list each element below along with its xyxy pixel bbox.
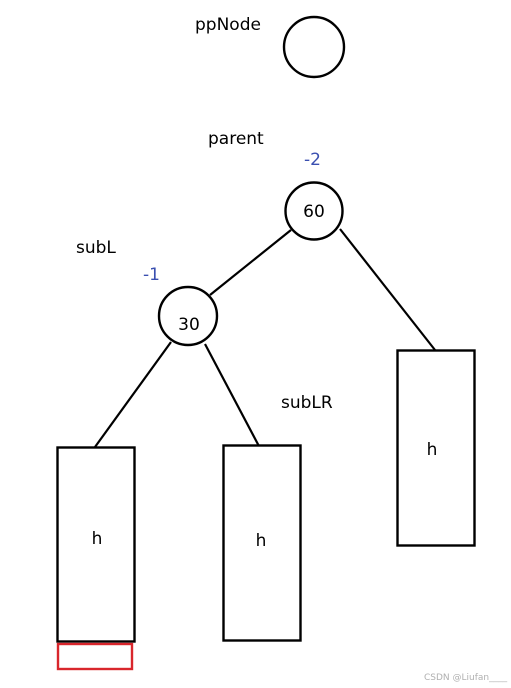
parent-node-value: 60 xyxy=(303,202,325,222)
right-subtree-box xyxy=(396,349,476,547)
inserted-node-highlight xyxy=(56,642,134,671)
sublr-label: subLR xyxy=(281,393,333,413)
middle-subtree-height: h xyxy=(256,531,267,551)
ppnode-label: ppNode xyxy=(195,15,261,35)
subl-balance-factor: -1 xyxy=(143,265,160,285)
left-subtree-box xyxy=(56,446,136,643)
parent-node xyxy=(284,181,344,241)
watermark: CSDN @Liufan____ xyxy=(424,673,508,683)
subl-node xyxy=(157,285,219,347)
edge-subl-to-left-subtree xyxy=(94,341,172,448)
edge-parent-to-right-subtree xyxy=(339,228,436,351)
parent-label: parent xyxy=(208,129,264,149)
subl-label: subL xyxy=(76,238,116,258)
subl-node-value: 30 xyxy=(178,315,200,335)
edge-parent-to-subl xyxy=(209,229,292,296)
right-subtree-height: h xyxy=(427,440,438,460)
ppnode-circle xyxy=(282,15,346,79)
middle-subtree-box xyxy=(222,444,302,642)
edge-subl-to-sublr xyxy=(204,343,262,451)
parent-balance-factor: -2 xyxy=(304,150,321,170)
left-subtree-height: h xyxy=(92,529,103,549)
